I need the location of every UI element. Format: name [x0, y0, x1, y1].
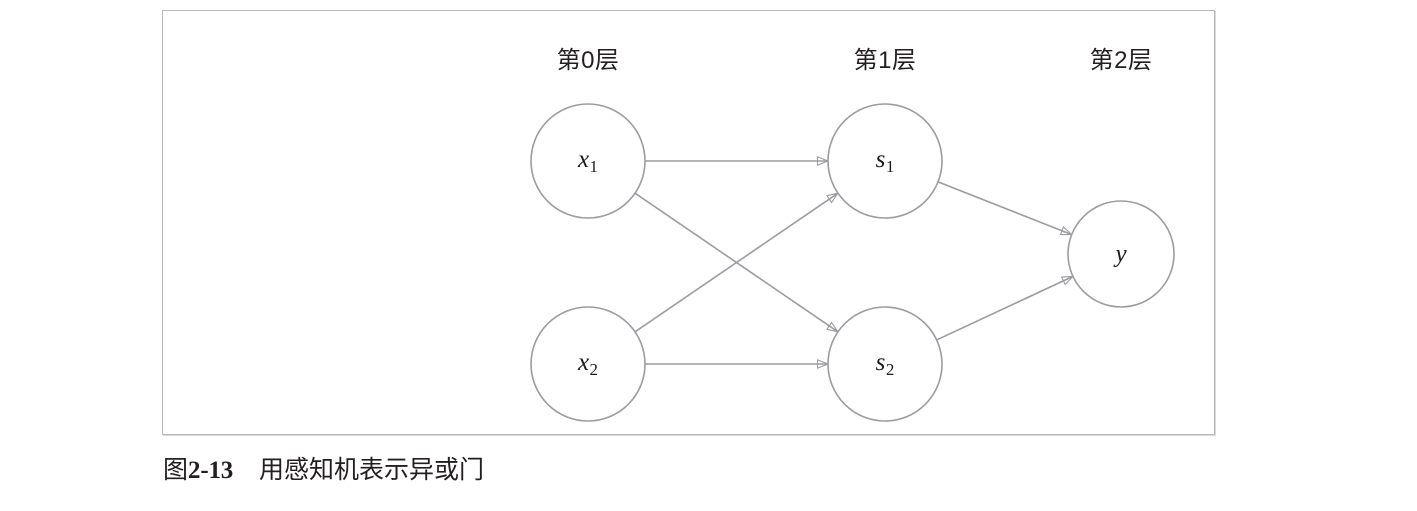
node-circle-s2: [827, 306, 943, 422]
edge-s2-y: [936, 275, 1073, 341]
node-subscript-x1: 1: [589, 157, 599, 177]
node-subscript-s2: 2: [885, 360, 895, 380]
node-label-s1: s1: [875, 145, 895, 177]
node-circle-x1: [530, 103, 646, 219]
layer-label-layer-1: 第1层: [853, 47, 917, 74]
node-subscript-x2: 2: [589, 360, 599, 380]
edge-layer: [634, 161, 1073, 364]
node-label-y: y: [1115, 240, 1127, 268]
layer-label-layer-0: 第0层: [556, 47, 620, 74]
figure-frame: 第0层 第1层 第2层 x1 x2 s1 s2 y: [162, 10, 1215, 435]
node-label-x1: x1: [577, 145, 599, 177]
node-layer: [530, 103, 1175, 422]
node-label-s2: s2: [875, 348, 895, 380]
edge-s1-y: [937, 181, 1072, 236]
node-circle-x2: [530, 306, 646, 422]
caption-text: 用感知机表示异或门: [259, 456, 485, 484]
figure-caption: 图2-13 用感知机表示异或门: [163, 455, 484, 486]
node-circle-s1: [827, 103, 943, 219]
node-subscript-s1: 1: [885, 157, 895, 177]
edge-x2-s1: [634, 193, 838, 333]
caption-prefix: 图: [163, 456, 189, 484]
layer-label-layer-2: 第2层: [1089, 47, 1153, 74]
node-circle-y: [1067, 200, 1175, 308]
network-diagram: [530, 103, 1175, 422]
caption-number: 2-13: [188, 457, 234, 484]
node-label-x2: x2: [577, 348, 599, 380]
